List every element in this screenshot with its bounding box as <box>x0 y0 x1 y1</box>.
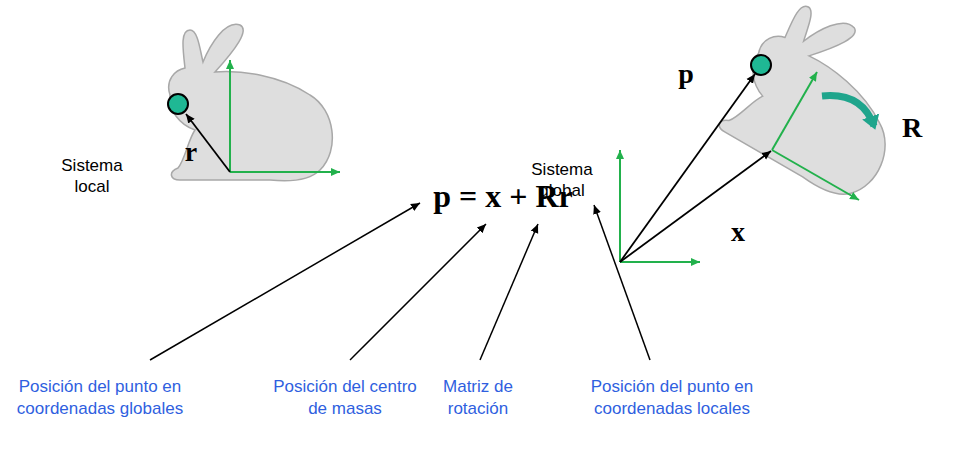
term-caption: Posición del punto en coordenadas locale… <box>579 376 765 420</box>
bunny-local <box>168 24 340 180</box>
system-label: Sistema local <box>52 155 132 198</box>
term-caption: Matriz de rotación <box>432 376 524 420</box>
matrix-label: R <box>902 114 922 142</box>
term-caption: Posición del punto en coordenadas global… <box>7 376 193 420</box>
vector-label: r <box>185 138 197 166</box>
vector-label: x <box>731 218 745 246</box>
bunny-global <box>620 0 934 262</box>
vector-label: p <box>678 60 694 88</box>
term-caption: Posición del centro de masas <box>272 376 418 420</box>
leader-lines <box>150 203 650 360</box>
equation: p = x + Rr <box>433 179 573 214</box>
